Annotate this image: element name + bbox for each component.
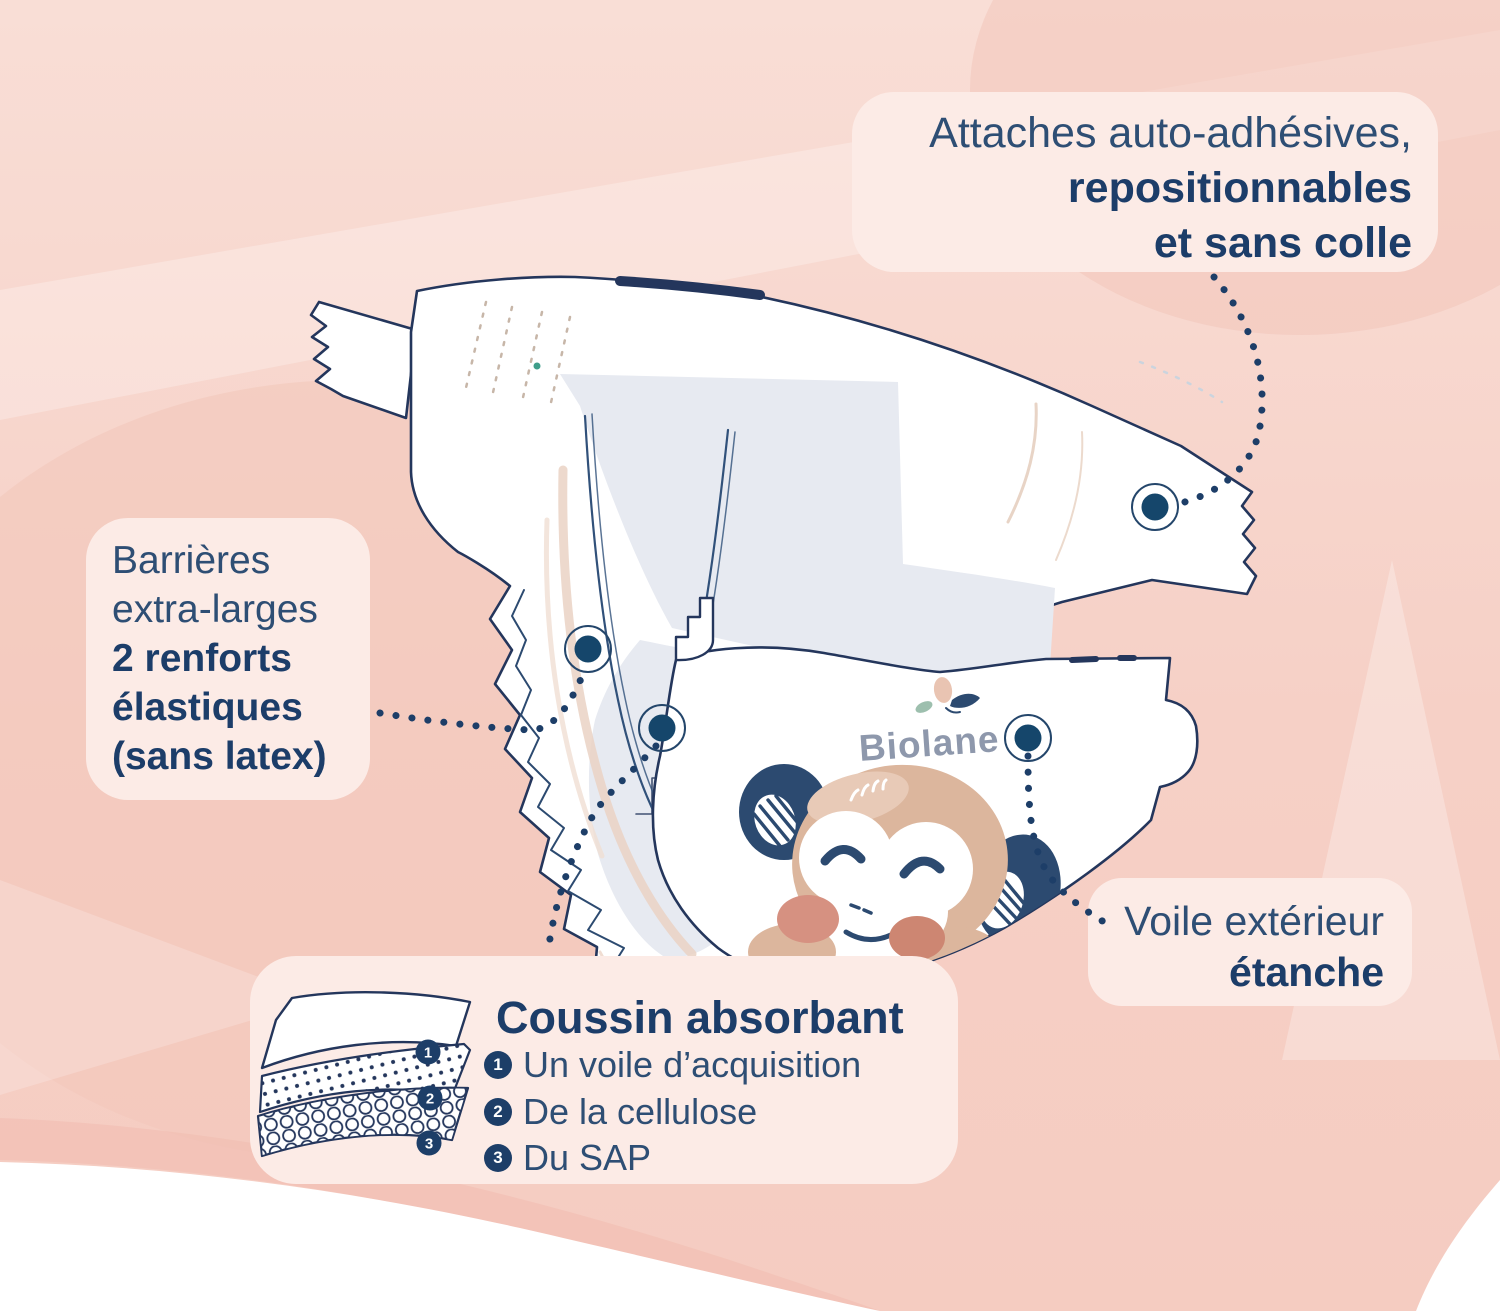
biolane-logo-text: Biolane xyxy=(858,718,1001,769)
biolane-logo-group: Biolane xyxy=(858,677,1001,769)
absorbent-pad xyxy=(560,374,1055,698)
coussin-item-2-label: De la cellulose xyxy=(523,1091,758,1132)
callout-barrieres: Barrières extra-larges 2 renforts élasti… xyxy=(112,536,352,781)
callout-attaches-line3: et sans colle xyxy=(1153,219,1412,267)
background-white-wave-right xyxy=(1416,1180,1500,1311)
waist-elastic-dashes xyxy=(1069,655,1137,663)
callout-barrieres-line4: élastiques xyxy=(112,686,303,729)
layers-diagram: 1 2 3 xyxy=(256,991,472,1158)
monkey-hair-ticks xyxy=(849,778,888,802)
callout-attaches-line1: Attaches auto-adhésives, xyxy=(929,109,1412,157)
coussin-item-2-badge: 2 xyxy=(484,1098,512,1126)
logo-leaf-navy-icon xyxy=(950,693,980,708)
layer-number-badges: 1 2 3 xyxy=(415,1039,443,1156)
connector-coussin xyxy=(544,742,660,956)
callout-box-voile xyxy=(1088,878,1412,1006)
background-white-wave-left xyxy=(0,1162,880,1311)
layer-badge-1: 1 xyxy=(424,1044,432,1061)
layer-badge-3: 3 xyxy=(425,1135,433,1152)
callout-voile: Voile extérieur étanche xyxy=(1096,896,1384,998)
teal-dot xyxy=(533,362,541,370)
callout-box-barrieres xyxy=(86,518,370,800)
front-corner-flap xyxy=(674,596,715,662)
feature-markers xyxy=(564,483,1179,762)
coussin-item-3-badge: 3 xyxy=(484,1144,512,1172)
logo-leaf-green-icon xyxy=(915,701,933,713)
callout-barrieres-line3: 2 renforts xyxy=(112,637,292,680)
logo-petal-icon xyxy=(933,677,953,703)
callout-coussin-title: Coussin absorbant xyxy=(496,992,904,1043)
connector-barrieres xyxy=(376,668,588,734)
callout-attaches: Attaches auto-adhésives, repositionnable… xyxy=(852,106,1412,271)
monkey-character xyxy=(739,764,1061,980)
coussin-item-3-label: Du SAP xyxy=(523,1137,652,1178)
callout-voile-line2: étanche xyxy=(1229,949,1384,995)
logo-curl-icon xyxy=(945,707,961,714)
coussin-item-1: 1 Un voile d’acquisition xyxy=(484,1044,861,1086)
marker-elastic-1 xyxy=(564,625,612,673)
connector-voile xyxy=(1024,752,1108,926)
callout-barrieres-line2: extra-larges xyxy=(112,588,318,631)
stitch-lines xyxy=(463,300,572,409)
coussin-item-3: 3 Du SAP xyxy=(484,1137,651,1179)
diaper-front-view: Biolane xyxy=(651,596,1199,983)
left-tab xyxy=(309,300,418,420)
callout-voile-line1: Voile extérieur xyxy=(1124,898,1384,944)
coussin-item-1-label: Un voile d’acquisition xyxy=(523,1044,862,1085)
waistband-strip xyxy=(615,276,765,300)
callout-barrieres-line5: (sans latex) xyxy=(112,735,327,778)
monkey-cheek-left xyxy=(777,895,839,943)
marker-elastic-2 xyxy=(638,704,686,752)
monkey-eyes xyxy=(820,845,945,879)
callout-attaches-line2: repositionnables xyxy=(1067,164,1412,212)
marker-outer-veil xyxy=(1004,714,1052,762)
monkey-nose xyxy=(849,903,873,915)
marker-tab xyxy=(1131,483,1179,531)
monkey-left-ear-stripes xyxy=(752,794,804,848)
callout-barrieres-line1: Barrières xyxy=(112,539,271,582)
layer-sheet-3-bubbles xyxy=(257,1086,469,1157)
monkey-cheek-right xyxy=(889,916,945,960)
layer-sheet-2-dots xyxy=(260,1044,470,1112)
callout-box-attaches xyxy=(852,92,1438,272)
background-light-band-bottomleft xyxy=(0,880,320,1095)
layer-badge-2: 2 xyxy=(426,1090,434,1107)
dotted-connectors xyxy=(376,273,1266,956)
coussin-item-2: 2 De la cellulose xyxy=(484,1091,757,1133)
coussin-item-1-badge: 1 xyxy=(484,1051,512,1079)
